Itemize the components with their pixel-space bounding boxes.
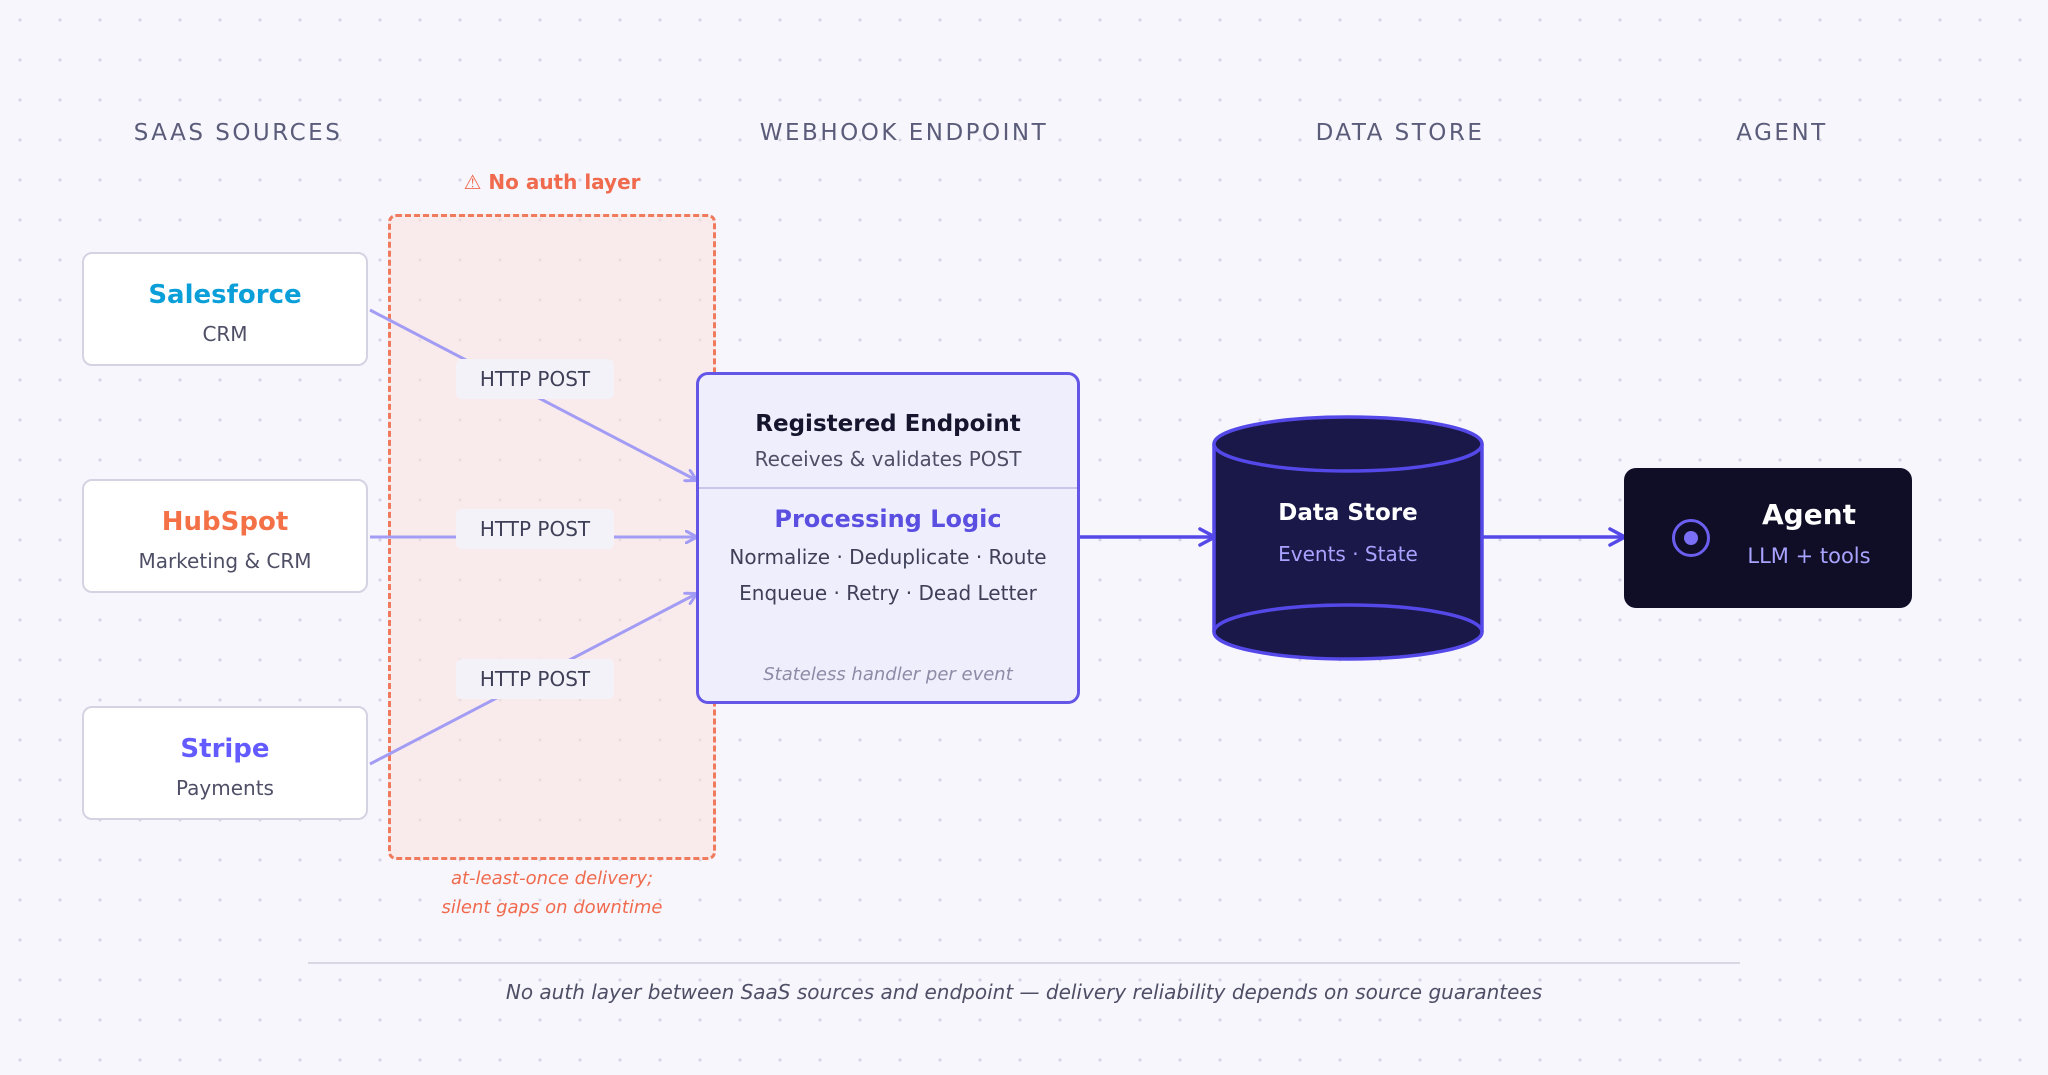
endpoint-divider [699, 487, 1077, 489]
endpoint-title: Registered Endpoint [755, 411, 1021, 437]
http-post-label-stripe: HTTP POST [456, 659, 614, 699]
delivery-note-line2: silent gaps on downtime [441, 897, 663, 918]
data-store-cylinder [1212, 415, 1484, 661]
source-stripe-sub: Payments [176, 776, 274, 800]
data-store-title: Data Store [1278, 500, 1418, 526]
column-heading-endpoint: WEBHOOK ENDPOINT [759, 120, 1049, 146]
agent-box[interactable]: Agent LLM + tools [1624, 468, 1912, 608]
data-store-subtitle: Events · State [1278, 542, 1418, 566]
endpoint-subtitle: Receives & validates POST [754, 447, 1022, 471]
source-stripe[interactable]: Stripe Payments [82, 706, 368, 820]
footer-caption: No auth layer between SaaS sources and e… [505, 980, 1543, 1004]
webhook-endpoint-box[interactable]: Registered Endpoint Receives & validates… [696, 372, 1080, 704]
source-salesforce-name: Salesforce [148, 280, 302, 310]
source-hubspot-name: HubSpot [161, 507, 289, 537]
agent-title: Agent [1761, 498, 1857, 531]
processing-logic-title: Processing Logic [774, 505, 1002, 533]
source-hubspot-sub: Marketing & CRM [138, 549, 312, 573]
column-heading-sources: SAAS SOURCES [133, 120, 343, 146]
no-auth-warning: ⚠ No auth layer [463, 170, 641, 194]
source-stripe-name: Stripe [180, 734, 270, 764]
source-salesforce-sub: CRM [202, 322, 248, 346]
delivery-note-line1: at-least-once delivery; [450, 868, 654, 889]
target-icon-dot [1684, 531, 1698, 545]
http-post-label-hubspot: HTTP POST [456, 509, 614, 549]
processing-steps-line2: Enqueue · Retry · Dead Letter [739, 581, 1037, 605]
source-salesforce[interactable]: Salesforce CRM [82, 252, 368, 366]
source-hubspot[interactable]: HubSpot Marketing & CRM [82, 479, 368, 593]
column-heading-agent: AGENT [1736, 120, 1828, 146]
column-heading-store: DATA STORE [1315, 120, 1485, 146]
footer-divider [308, 962, 1740, 964]
agent-subtitle: LLM + tools [1747, 544, 1871, 568]
endpoint-footnote: Stateless handler per event [763, 664, 1013, 685]
target-icon [1672, 519, 1710, 557]
http-post-label-salesforce: HTTP POST [456, 359, 614, 399]
processing-steps-line1: Normalize · Deduplicate · Route [729, 545, 1047, 569]
